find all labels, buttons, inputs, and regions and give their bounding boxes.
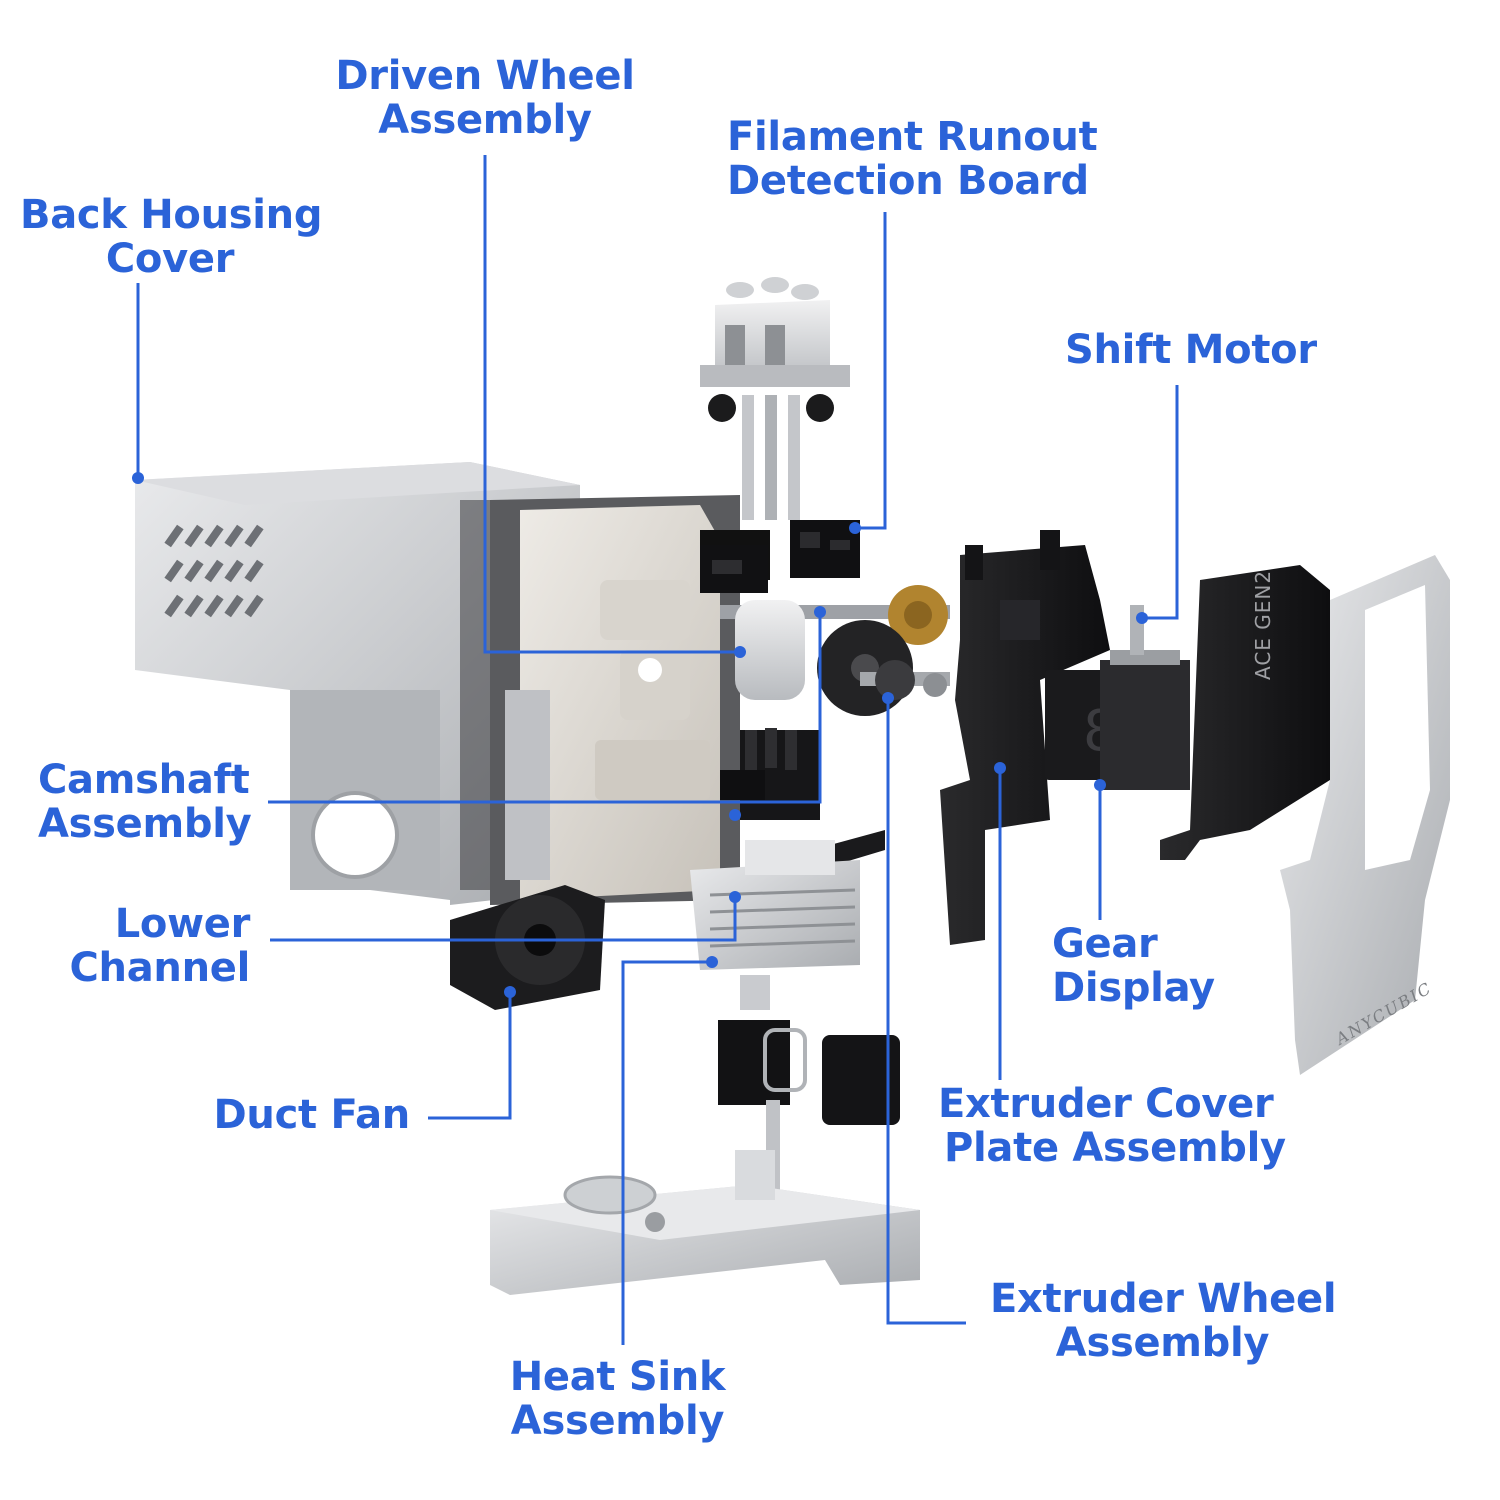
leader-camshaft — [268, 612, 822, 804]
label-extruder-cover-plate-assembly: Extruder Cover Plate Assembly — [938, 1081, 1286, 1171]
label-lower-channel: Lower Channel — [69, 901, 250, 991]
lower-channel-part — [720, 728, 885, 865]
extruder-cover-plate-part: 8 — [940, 530, 1125, 945]
heat-sink-part — [690, 840, 900, 1220]
label-camshaft-assembly: Camshaft Assembly — [38, 757, 252, 847]
leader-extruder-wheel — [886, 698, 966, 1325]
leader-shift-motor — [1142, 385, 1179, 620]
motor-housing-part: ACE GEN2 — [1160, 565, 1330, 860]
leader-filament-runout — [855, 212, 887, 530]
label-shift-motor: Shift Motor — [1065, 327, 1317, 373]
driven-wheel-assembly-part — [700, 277, 850, 520]
leader-heat-sink — [621, 960, 712, 1345]
shift-motor-part — [1100, 605, 1190, 790]
duct-fan-part — [450, 885, 605, 1010]
leader-driven-wheel — [483, 155, 740, 654]
label-gear-display: Gear Display — [1052, 921, 1215, 1011]
leader-dots — [132, 472, 1148, 998]
product-mark-text: ACE GEN2 — [1251, 570, 1275, 680]
camshaft-gear-part — [720, 585, 950, 716]
label-heat-sink-assembly: Heat Sink Assembly — [509, 1354, 726, 1444]
label-extruder-wheel-assembly: Extruder Wheel Assembly — [990, 1276, 1337, 1366]
front-face-plate-part: ANYCUBIC — [1280, 555, 1450, 1075]
leader-duct-fan — [428, 992, 512, 1120]
filament-runout-board-part — [700, 520, 860, 593]
leader-lower-channel — [270, 897, 737, 942]
leader-lines — [136, 155, 1179, 1345]
label-driven-wheel-assembly: Driven Wheel Assembly — [335, 53, 635, 143]
label-filament-runout-detection-board: Filament Runout Detection Board — [727, 114, 1098, 204]
bottom-base-part — [490, 1150, 920, 1295]
label-back-housing-cover: Back Housing Cover — [20, 192, 323, 282]
label-duct-fan: Duct Fan — [213, 1092, 411, 1138]
